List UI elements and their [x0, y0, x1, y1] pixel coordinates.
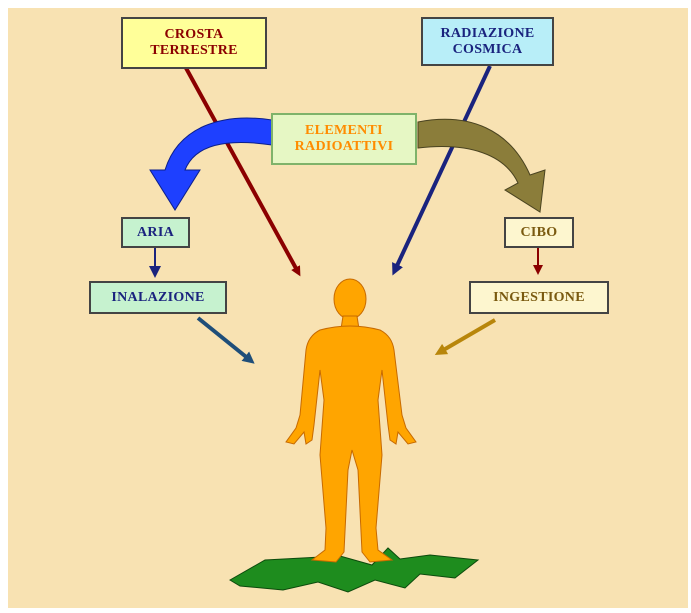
box-aria: ARIA	[121, 217, 190, 248]
radiazione-line-2: COSMICA	[452, 41, 523, 57]
ingestione-label: INGESTIONE	[493, 289, 585, 305]
curved-arrow-blue-icon	[149, 117, 273, 211]
crosta-line-1: CROSTA	[164, 27, 224, 42]
box-inalazione: INALAZIONE	[89, 281, 227, 314]
arrow-radiazione-to-body	[392, 65, 492, 276]
inalazione-label: INALAZIONE	[111, 289, 205, 305]
box-cibo: CIBO	[504, 217, 574, 248]
elementi-line-2: RADIOATTIVI	[294, 139, 394, 154]
cibo-label: CIBO	[520, 224, 558, 240]
arrow-ingestione-to-body	[434, 318, 497, 356]
ground-shape	[229, 547, 480, 593]
radiazione-line-1: RADIAZIONE	[440, 25, 535, 41]
arrow-inalazione-to-body	[196, 316, 255, 364]
human-figure-icon	[285, 278, 417, 563]
aria-label: ARIA	[137, 224, 174, 240]
box-ingestione: INGESTIONE	[469, 281, 609, 314]
crosta-line-2: TERRESTRE	[150, 43, 238, 58]
arrow-crosta-to-body	[184, 67, 301, 277]
elementi-line-1: ELEMENTI	[305, 123, 383, 138]
curved-arrow-olive-icon	[417, 118, 546, 213]
